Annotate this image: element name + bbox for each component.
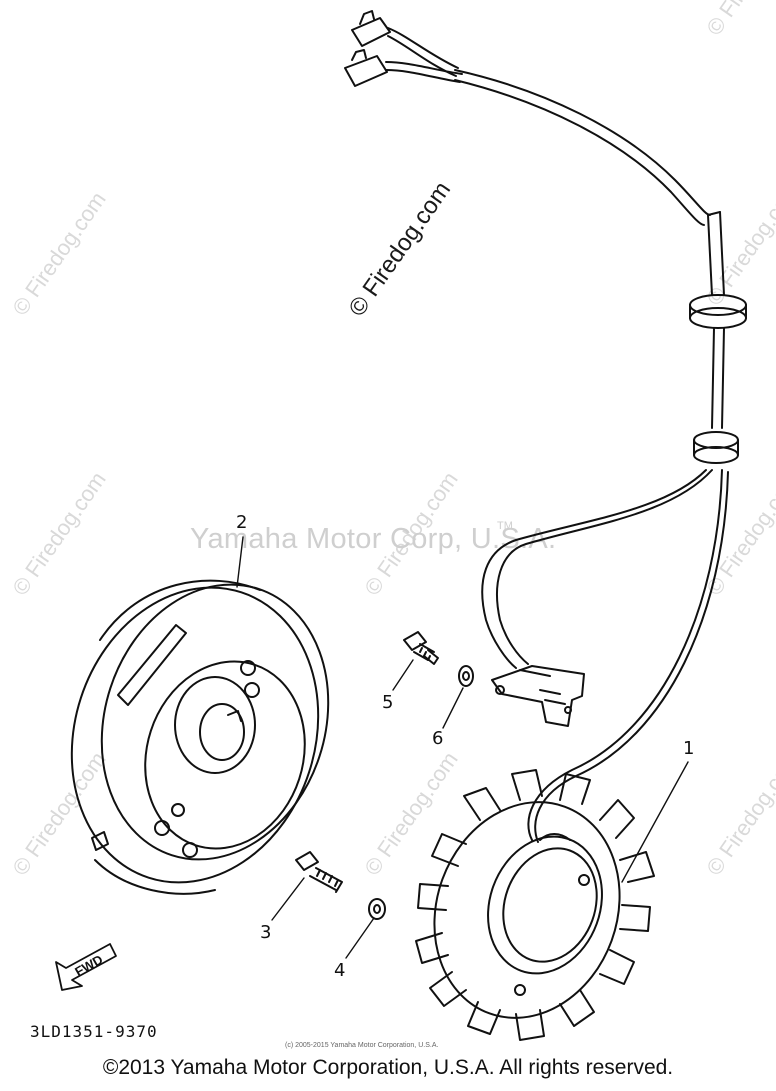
callout-part-2: 2 xyxy=(236,512,248,533)
washer-6 xyxy=(458,665,474,687)
leader-line-2 xyxy=(236,536,244,588)
wire-connector xyxy=(344,10,463,87)
leader-line-4 xyxy=(345,917,375,959)
trademark-mark: TM xyxy=(497,520,513,532)
wire-harness xyxy=(454,69,747,843)
leader-line-3 xyxy=(271,877,305,921)
leader-line-1 xyxy=(621,761,689,883)
bolt-3 xyxy=(295,851,343,893)
pickup-coil xyxy=(491,665,585,727)
leader-line-6 xyxy=(442,687,464,729)
washer-4 xyxy=(368,898,386,920)
stator-coil xyxy=(415,769,655,1041)
callout-part-4: 4 xyxy=(334,960,346,981)
callout-part-5: 5 xyxy=(382,692,394,713)
small-copyright: (c) 2005-2015 Yamaha Motor Corporation, … xyxy=(285,1042,439,1049)
copyright-footer: ©2013 Yamaha Motor Corporation, U.S.A. A… xyxy=(102,1056,674,1079)
flywheel-rotor xyxy=(70,579,330,895)
fwd-arrow-icon xyxy=(55,943,117,991)
callout-part-1: 1 xyxy=(683,738,695,759)
yamaha-watermark: Yamaha Motor Corp, U.S.A. xyxy=(190,523,557,555)
leader-line-5 xyxy=(392,659,414,691)
callout-part-3: 3 xyxy=(260,922,272,943)
callout-part-6: 6 xyxy=(432,728,444,749)
part-code: 3LD1351-9370 xyxy=(30,1022,158,1041)
bolt-5 xyxy=(403,631,439,665)
